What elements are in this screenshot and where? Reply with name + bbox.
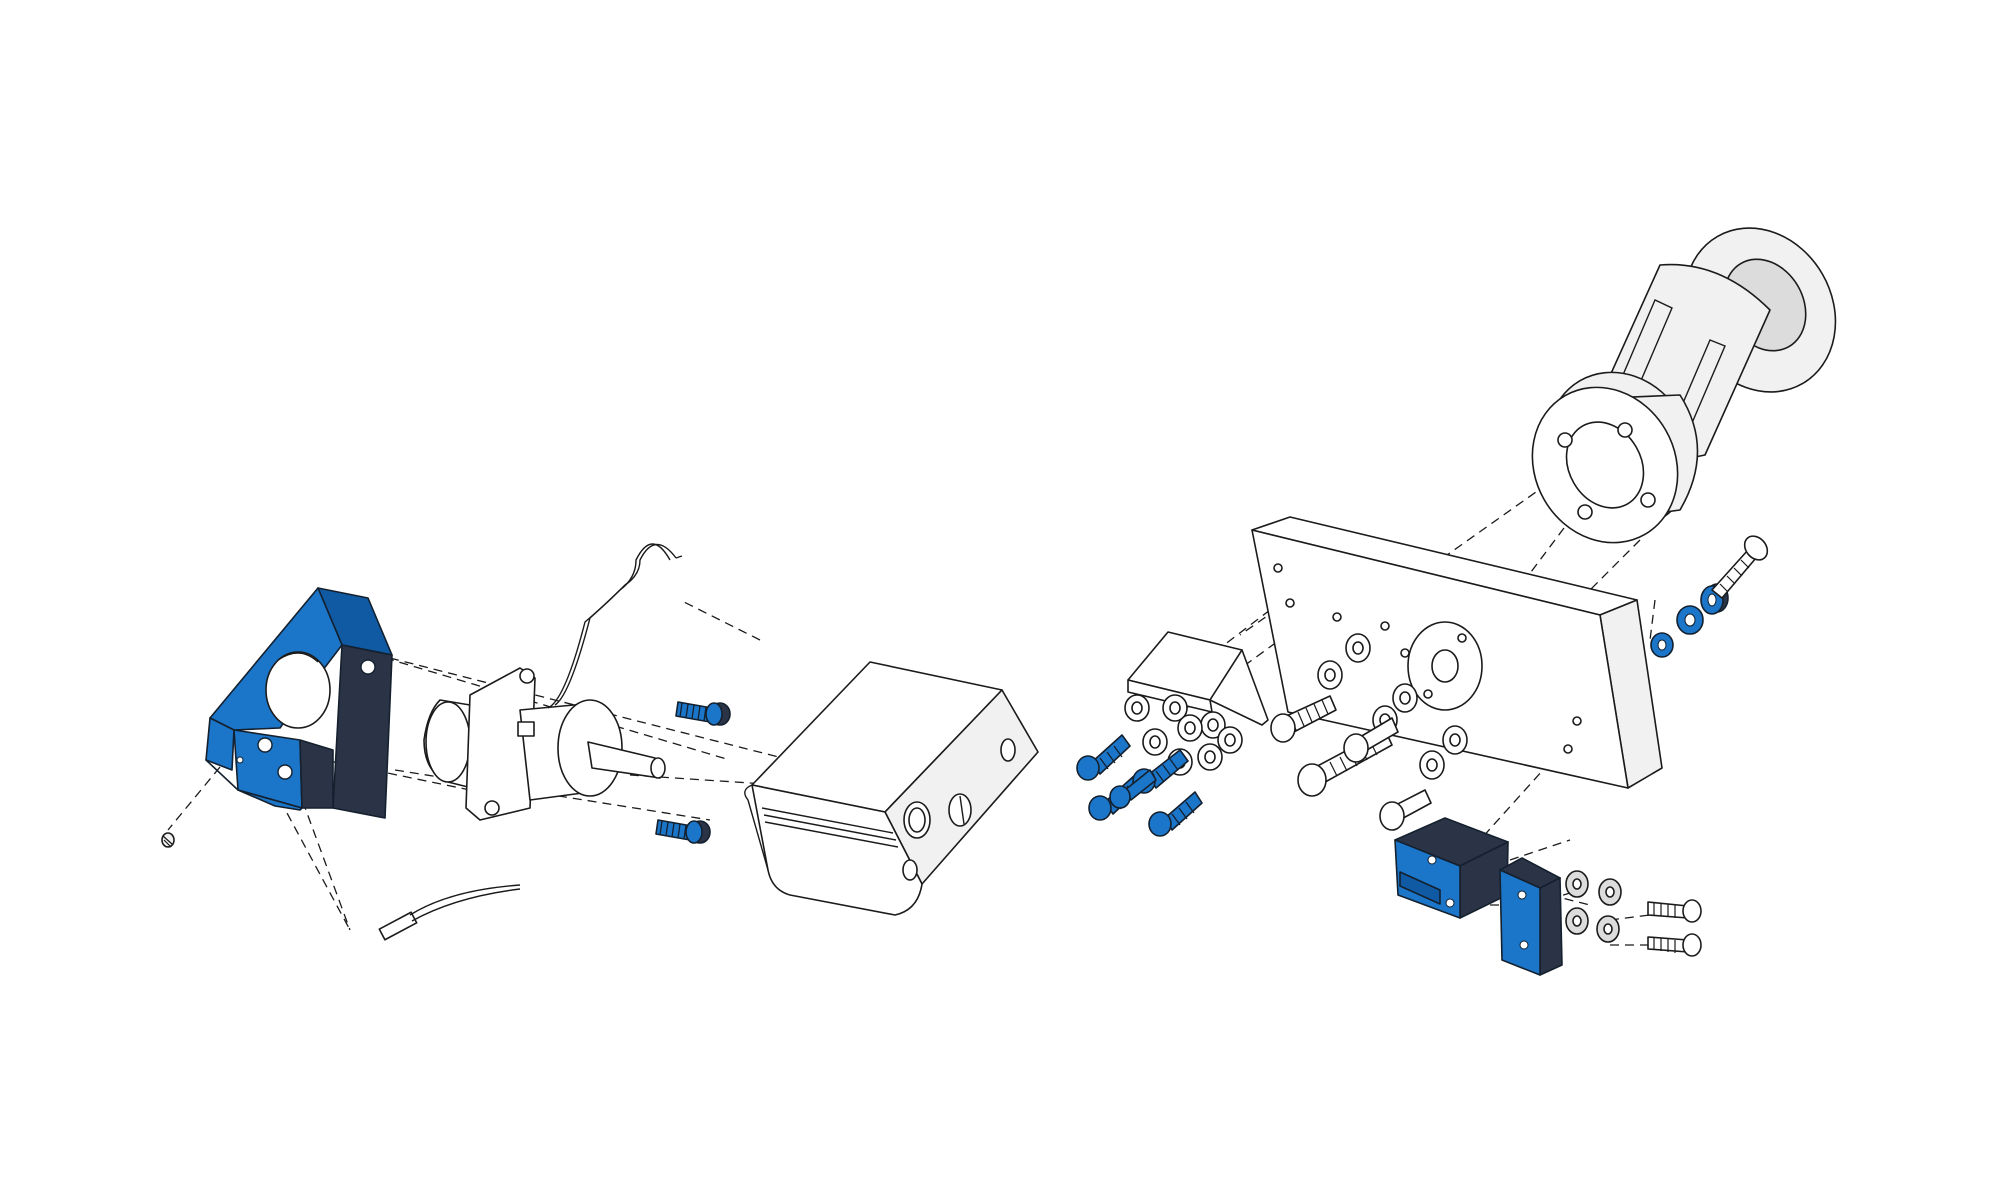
clamp-plate (1499, 857, 1563, 976)
hex-bolt (1148, 791, 1203, 837)
motor (423, 543, 683, 821)
slotted-screw (1647, 933, 1702, 957)
washer (1317, 660, 1343, 690)
housing-block (744, 661, 1039, 916)
washer (1442, 725, 1468, 755)
washer (1142, 728, 1168, 756)
grub-screw (161, 832, 175, 848)
washer (1177, 714, 1203, 742)
washer (1565, 907, 1589, 935)
cap-screw (675, 701, 731, 726)
hex-bolt (1109, 769, 1157, 809)
hex-bolt (1076, 734, 1131, 781)
mounting-bracket (205, 587, 393, 819)
washer (1596, 915, 1620, 943)
slotted-screw (1270, 695, 1337, 743)
washer (1124, 694, 1150, 722)
washer (1598, 878, 1622, 906)
sensor-wire (378, 884, 521, 941)
washer (1419, 750, 1445, 780)
washer (1162, 694, 1188, 722)
slotted-screw (1711, 535, 1769, 599)
washer (1200, 711, 1226, 739)
base-plate (1251, 516, 1663, 789)
clamp-block (1394, 817, 1509, 919)
hex-nut (1650, 632, 1674, 658)
washer (1217, 726, 1243, 754)
cap-screw (655, 819, 711, 844)
hex-nut (1676, 605, 1704, 635)
washer (1392, 683, 1418, 713)
slotted-screw (1343, 717, 1399, 763)
washer (1345, 633, 1371, 663)
slotted-screw (1379, 789, 1432, 831)
slotted-screw (1647, 899, 1702, 923)
washer (1565, 870, 1589, 898)
sleeve-cylinder (1531, 227, 1837, 544)
washer (1197, 743, 1223, 771)
